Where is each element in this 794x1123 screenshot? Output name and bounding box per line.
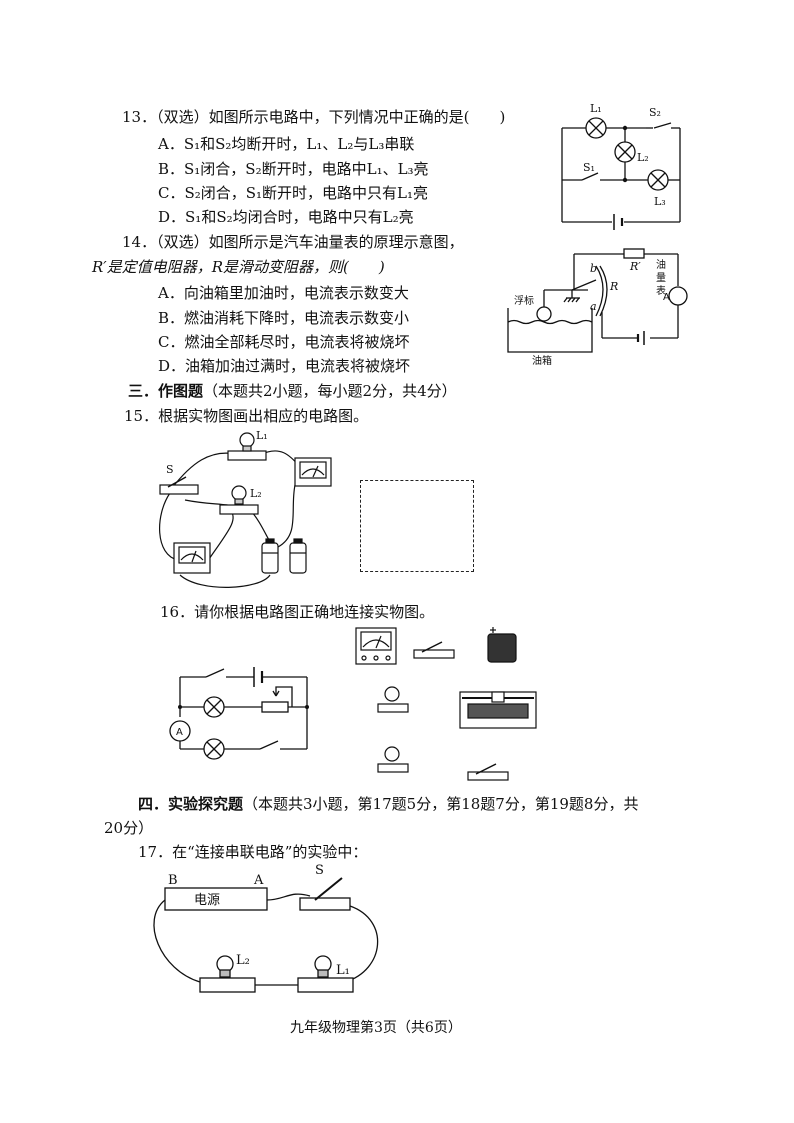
q16-stem: 16．请你根据电路图正确地连接实物图。 (160, 603, 435, 621)
q14-fig-label-gauge: 油 量 表 (656, 258, 666, 297)
page-footer: 九年级物理第3页（共6页） (290, 1020, 462, 1036)
q17-stem: 17．在“连接串联电路”的实验中： (138, 843, 368, 861)
q13-fig-label-s2: S₂ (649, 106, 661, 119)
q13-fig-label-l2: L₂ (637, 151, 649, 164)
q14-fig-label-tank: 油箱 (532, 354, 552, 367)
section-3-title: 三．作图题 (128, 382, 204, 400)
q14-option-a: A．向油箱里加油时，电流表示数变大 (158, 284, 409, 302)
q14-option-c: C．燃油全部耗尽时，电流表将被烧坏 (158, 333, 410, 351)
svg-text:油: 油 (656, 258, 666, 271)
q17-fig-label-a: A (253, 873, 264, 888)
q15-fig-label-l1: L₁ (256, 429, 268, 442)
q13-option-c: C．S₂闭合，S₁断开时，电路中只有L₁亮 (158, 184, 429, 202)
q14-fig-ammeter-a: A (663, 292, 670, 303)
q17-fig-label-l1: L₁ (336, 963, 350, 978)
q14-fig-label-a: a (590, 300, 597, 313)
q17-series-circuit: B A 电源 S L₂ L₁ (153, 863, 379, 993)
q15-answer-box[interactable] (360, 480, 474, 572)
q17-fig-label-s: S (315, 863, 324, 878)
q13-fig-label-l3: L₃ (654, 195, 666, 208)
svg-text:量: 量 (656, 272, 666, 284)
section-3-detail: （本题共2小题，每小题2分，共4分） (203, 382, 457, 400)
q13-circuit-diagram: L₁ S₂ L₂ S₁ L₃ (561, 102, 681, 230)
section-3-heading: 三．作图题（本题共2小题，每小题2分，共4分） (128, 381, 457, 401)
q13-fig-label-s1: S₁ (583, 161, 595, 174)
q14-fig-label-float: 浮标 (514, 295, 534, 307)
q15-fig-label-s: S (166, 463, 174, 476)
q13-option-b: B．S₁闭合，S₂断开时，电路中L₁、L₃亮 (158, 160, 429, 178)
q16-circuit-diagram: A (169, 667, 309, 760)
section-4-detail: （本题共3小题，第17题5分，第18题7分，第19题8分，共 (243, 795, 639, 813)
q15-stem: 15．根据实物图画出相应的电路图。 (124, 407, 369, 425)
q14-option-b: B．燃油消耗下降时，电流表示数变小 (158, 309, 410, 327)
q13-fig-label-l1: L₁ (590, 102, 602, 115)
q16-fig-ammeter-a: A (176, 727, 183, 738)
section-4-detail-cont: 20分） (104, 819, 154, 837)
q17-fig-label-source: 电源 (194, 893, 220, 908)
section-4-heading: 四．实验探究题（本题共3小题，第17题5分，第18题7分，第19题8分，共 (138, 794, 638, 814)
section-4-title: 四．实验探究题 (138, 795, 244, 813)
q15-fig-label-l2: L₂ (250, 487, 262, 500)
svg-text:表: 表 (656, 284, 666, 297)
q13-option-a: A．S₁和S₂均断开时，L₁、L₂与L₃串联 (158, 135, 415, 153)
q14-fig-label-b: b (590, 262, 597, 275)
q14-fuel-gauge-diagram: A b a R R′ 浮标 油箱 油 量 表 (507, 248, 688, 367)
q13-stem: 13．（双选）如图所示电路中，下列情况中正确的是( ) (122, 108, 506, 126)
q17-fig-label-b: B (168, 873, 178, 888)
q14-option-d: D．油箱加油过满时，电流表将被烧坏 (158, 357, 411, 375)
q13-option-d: D．S₁和S₂均闭合时，电路中只有L₂亮 (158, 208, 414, 226)
q14-fig-label-rprime: R′ (629, 260, 641, 273)
q14-fig-label-r: R (609, 280, 618, 293)
q17-fig-label-l2: L₂ (236, 953, 250, 968)
q15-physical-circuit: L₁ L₂ S (159, 429, 332, 588)
q16-components (355, 627, 537, 781)
q14-stem-line2: R′是定值电阻器，R是滑动变阻器，则( ) (92, 258, 385, 276)
q14-stem-line1: 14．（双选）如图所示是汽车油量表的原理示意图， (122, 233, 464, 251)
